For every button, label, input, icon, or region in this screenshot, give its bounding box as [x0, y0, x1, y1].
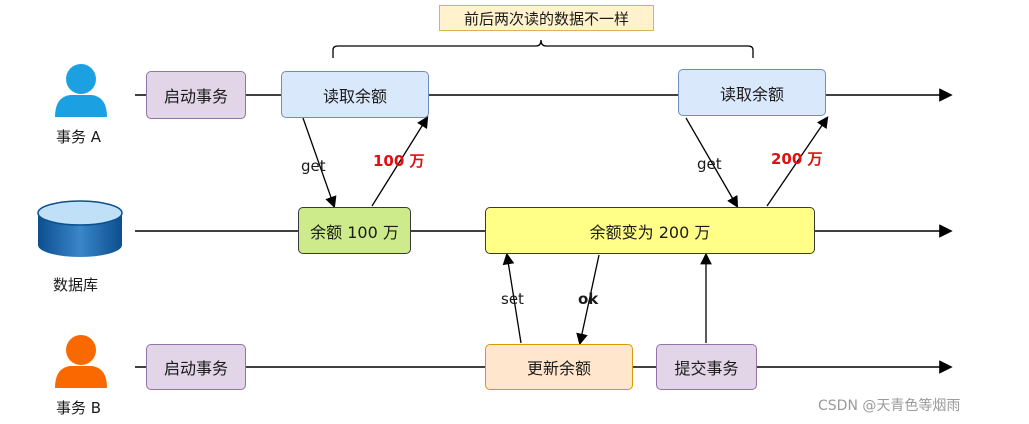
database-icon	[37, 200, 123, 257]
a-read2-box: 读取余额	[678, 69, 826, 116]
arrow-val-1	[371, 116, 429, 207]
actor-a-label: 事务 A	[56, 128, 102, 146]
b-update-box: 更新余额	[485, 344, 633, 390]
person-b-icon	[55, 335, 107, 388]
arrow-set	[502, 252, 522, 344]
edge-label-get-2: get	[697, 155, 722, 173]
a-read1-box: 读取余额	[281, 71, 429, 118]
actor-b-label: 事务 B	[56, 399, 102, 417]
arrow-get-2	[685, 117, 739, 209]
edge-label-get-1: get	[301, 157, 326, 175]
b-start-box: 启动事务	[146, 344, 246, 390]
arrow-val-2	[766, 116, 829, 207]
edge-label-val-2: 200 万	[771, 150, 823, 168]
b-commit-box: 提交事务	[656, 344, 757, 390]
person-a-icon	[55, 64, 107, 117]
diagram-title: 前后两次读的数据不一样	[439, 5, 654, 31]
db-balance2-box: 余额变为 200 万	[485, 207, 815, 254]
arrow-get-1	[302, 117, 337, 209]
brace	[332, 39, 754, 58]
edge-label-ok: ok	[578, 290, 599, 308]
actor-db-label: 数据库	[53, 276, 99, 294]
edge-label-val-1: 100 万	[373, 152, 425, 170]
arrow-ok	[576, 254, 600, 346]
db-balance1-box: 余额 100 万	[298, 207, 411, 254]
edge-label-set: set	[501, 290, 524, 308]
a-start-box: 启动事务	[146, 71, 246, 119]
watermark: CSDN @天青色等烟雨	[818, 398, 961, 414]
